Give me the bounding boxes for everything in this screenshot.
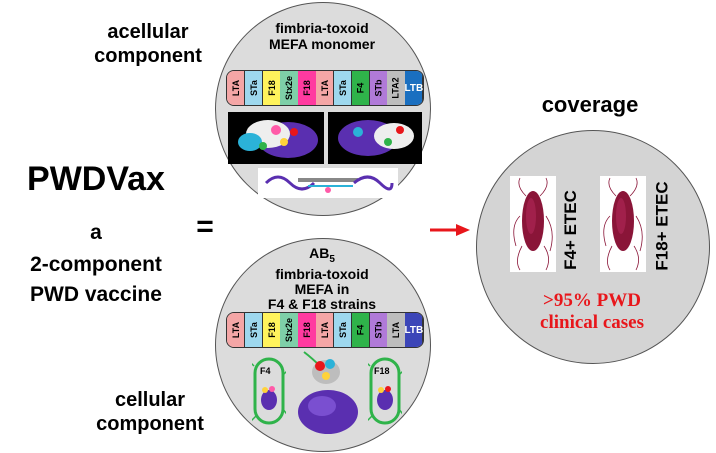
- gene-segment: LTB: [404, 71, 424, 105]
- gene-label: STa: [248, 80, 259, 96]
- gene-segment: LTB: [404, 313, 424, 347]
- gene-segment: F18: [298, 71, 317, 105]
- gene-label: F4: [355, 324, 366, 336]
- f4-strain-cell: F4: [245, 356, 293, 426]
- f4-etec-image: [510, 176, 556, 272]
- gene-segment: STa: [333, 313, 353, 347]
- gene-segment: STa: [244, 71, 264, 105]
- gene-label: STb: [373, 321, 384, 339]
- gene-label: F18: [266, 80, 277, 96]
- gene-segment: F4: [351, 313, 371, 347]
- gene-label: Stx2e: [284, 317, 295, 343]
- gene-segment: F18: [298, 313, 317, 347]
- gene-segment: STa: [333, 71, 353, 105]
- gene-segment: STb: [369, 313, 388, 347]
- e-coli-bacterium-icon-2: [603, 177, 643, 271]
- gene-segment: F18: [262, 71, 281, 105]
- coverage-title: coverage: [541, 92, 639, 117]
- gene-label: LTB: [404, 324, 424, 336]
- gene-label: LTA: [230, 321, 241, 339]
- f4-strain-label: F4: [260, 366, 271, 376]
- e-coli-bacterium-icon: [513, 177, 553, 271]
- protein-surface-right-icon: [338, 120, 414, 156]
- gene-label: F18: [301, 322, 312, 338]
- vaccine-desc-line2: 2-component: [30, 253, 162, 276]
- gene-label: LTA2: [391, 77, 402, 99]
- gene-segment: F4: [351, 71, 371, 105]
- ribbon-structure-icon: [264, 175, 394, 193]
- gene-label: Stx2e: [284, 75, 295, 101]
- acellular-label: acellular component: [94, 21, 202, 67]
- vaccine-title: PWDVax: [27, 160, 165, 198]
- clinical-cases-text: >95% PWD clinical cases: [540, 290, 644, 333]
- gene-segment: LTA: [227, 71, 246, 105]
- gene-label: STa: [248, 322, 259, 338]
- f18-etec-image: [600, 176, 646, 272]
- gene-label: STb: [373, 79, 384, 97]
- gene-segment: LTA: [227, 313, 246, 347]
- gene-segment: STb: [369, 71, 388, 105]
- f4-etec-label: F4+ ETEC: [561, 190, 580, 270]
- ab5-mefa-structure: [292, 348, 362, 438]
- gene-segment: F18: [262, 313, 281, 347]
- gene-label: F4: [355, 82, 366, 94]
- protein-structure-image-left: [228, 112, 324, 164]
- gene-segment: STa: [244, 313, 264, 347]
- gene-segment: Stx2e: [280, 313, 299, 347]
- gene-label: F18: [266, 322, 277, 338]
- protein-surface-left-icon: [238, 120, 318, 158]
- ribbon-structure-image: [258, 168, 398, 198]
- gene-label: F18: [301, 80, 312, 96]
- gene-segment: LTA: [387, 313, 406, 347]
- right-arrow-icon: [430, 224, 470, 236]
- protein-structure-image-right: [328, 112, 422, 164]
- f18-strain-cell: F18: [361, 356, 409, 426]
- f18-etec-label: F18+ ETEC: [653, 181, 673, 271]
- cellular-circle-title: AB5 fimbria-toxoid MEFA in F4 & F18 stra…: [267, 245, 377, 312]
- gene-segment: LTA2: [387, 71, 406, 105]
- gene-label: LTA: [391, 321, 402, 339]
- cellular-label: cellular component: [96, 389, 204, 435]
- vaccine-desc-line3: PWD vaccine: [30, 283, 162, 306]
- acellular-circle-title: fimbria-toxoid MEFA monomer: [268, 20, 376, 52]
- gene-label: STa: [337, 80, 348, 96]
- ab5-structure-icon: [298, 351, 358, 434]
- gene-label: LTA: [319, 79, 330, 97]
- gene-label: STa: [337, 322, 348, 338]
- gene-label: LTA: [230, 79, 241, 97]
- vaccine-desc-line1: a: [90, 221, 102, 244]
- gene-label: LTB: [404, 82, 424, 94]
- gene-label: LTA: [319, 321, 330, 339]
- gene-segment: LTA: [316, 71, 335, 105]
- equals-sign: =: [196, 210, 214, 243]
- gene-segment: LTA: [316, 313, 335, 347]
- f18-strain-label: F18: [374, 366, 390, 376]
- gene-segment: Stx2e: [280, 71, 299, 105]
